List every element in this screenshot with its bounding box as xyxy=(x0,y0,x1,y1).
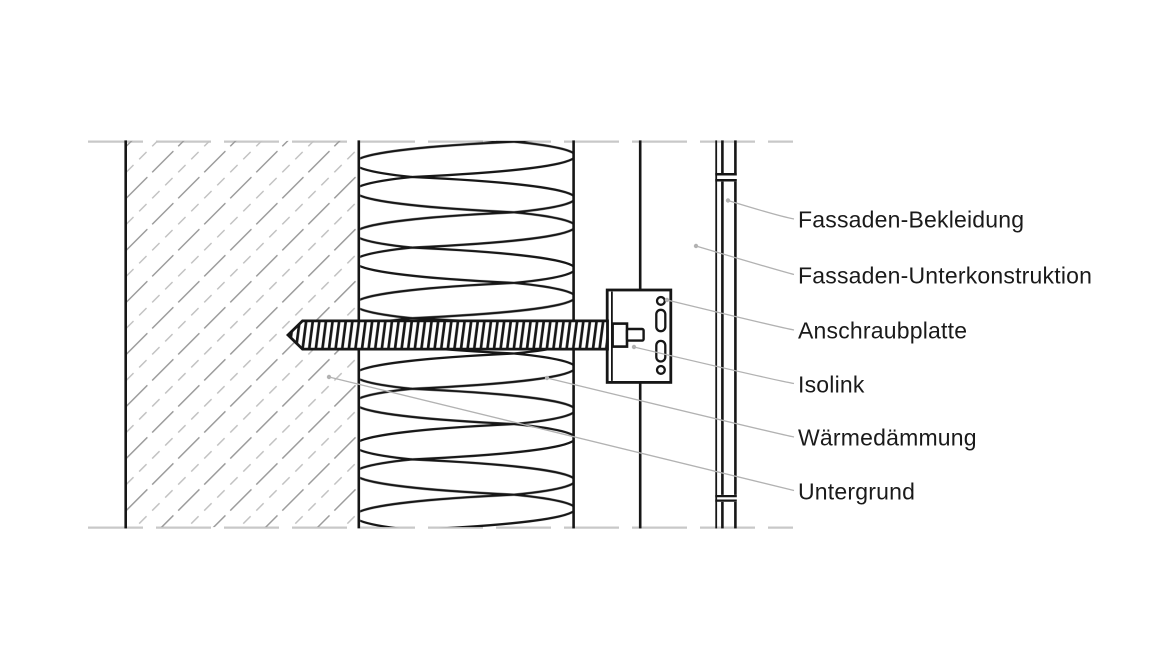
leader-dots xyxy=(326,198,731,381)
leader-untergrund xyxy=(328,376,795,492)
isolink-nut xyxy=(611,322,629,348)
label-anschraubplatte: Anschraubplatte xyxy=(798,317,968,344)
label-untergrund: Untergrund xyxy=(798,478,916,505)
label-isolink: Isolink xyxy=(798,371,865,398)
fassaden-bekleidung-panels xyxy=(715,140,737,529)
label-waermedaemmung: Wärmedämmung xyxy=(798,424,977,451)
plate-slot-lower xyxy=(655,339,667,363)
plate-hole-bottom xyxy=(655,364,666,375)
leader-fassaden-unterkonstruktion xyxy=(695,245,795,276)
leader-anschraubplatte xyxy=(666,299,795,331)
label-fassaden-unterkonstruktion: Fassaden-Unterkonstruktion xyxy=(798,262,1093,289)
panel-joint-top xyxy=(715,173,737,182)
leader-fassaden-bekleidung xyxy=(727,199,795,220)
label-fassaden-bekleidung: Fassaden-Bekleidung xyxy=(798,206,1025,233)
isolink-anchor xyxy=(285,319,645,351)
plate-hole-top xyxy=(655,295,666,306)
leader-lines xyxy=(328,199,795,492)
panel-joint-bottom xyxy=(715,494,737,502)
plate-slot-upper xyxy=(655,308,667,333)
isolink-bolt-end xyxy=(625,327,645,342)
isolink-rod xyxy=(285,319,609,351)
leader-isolink xyxy=(633,346,795,385)
leader-waermedaemmung xyxy=(546,377,795,438)
